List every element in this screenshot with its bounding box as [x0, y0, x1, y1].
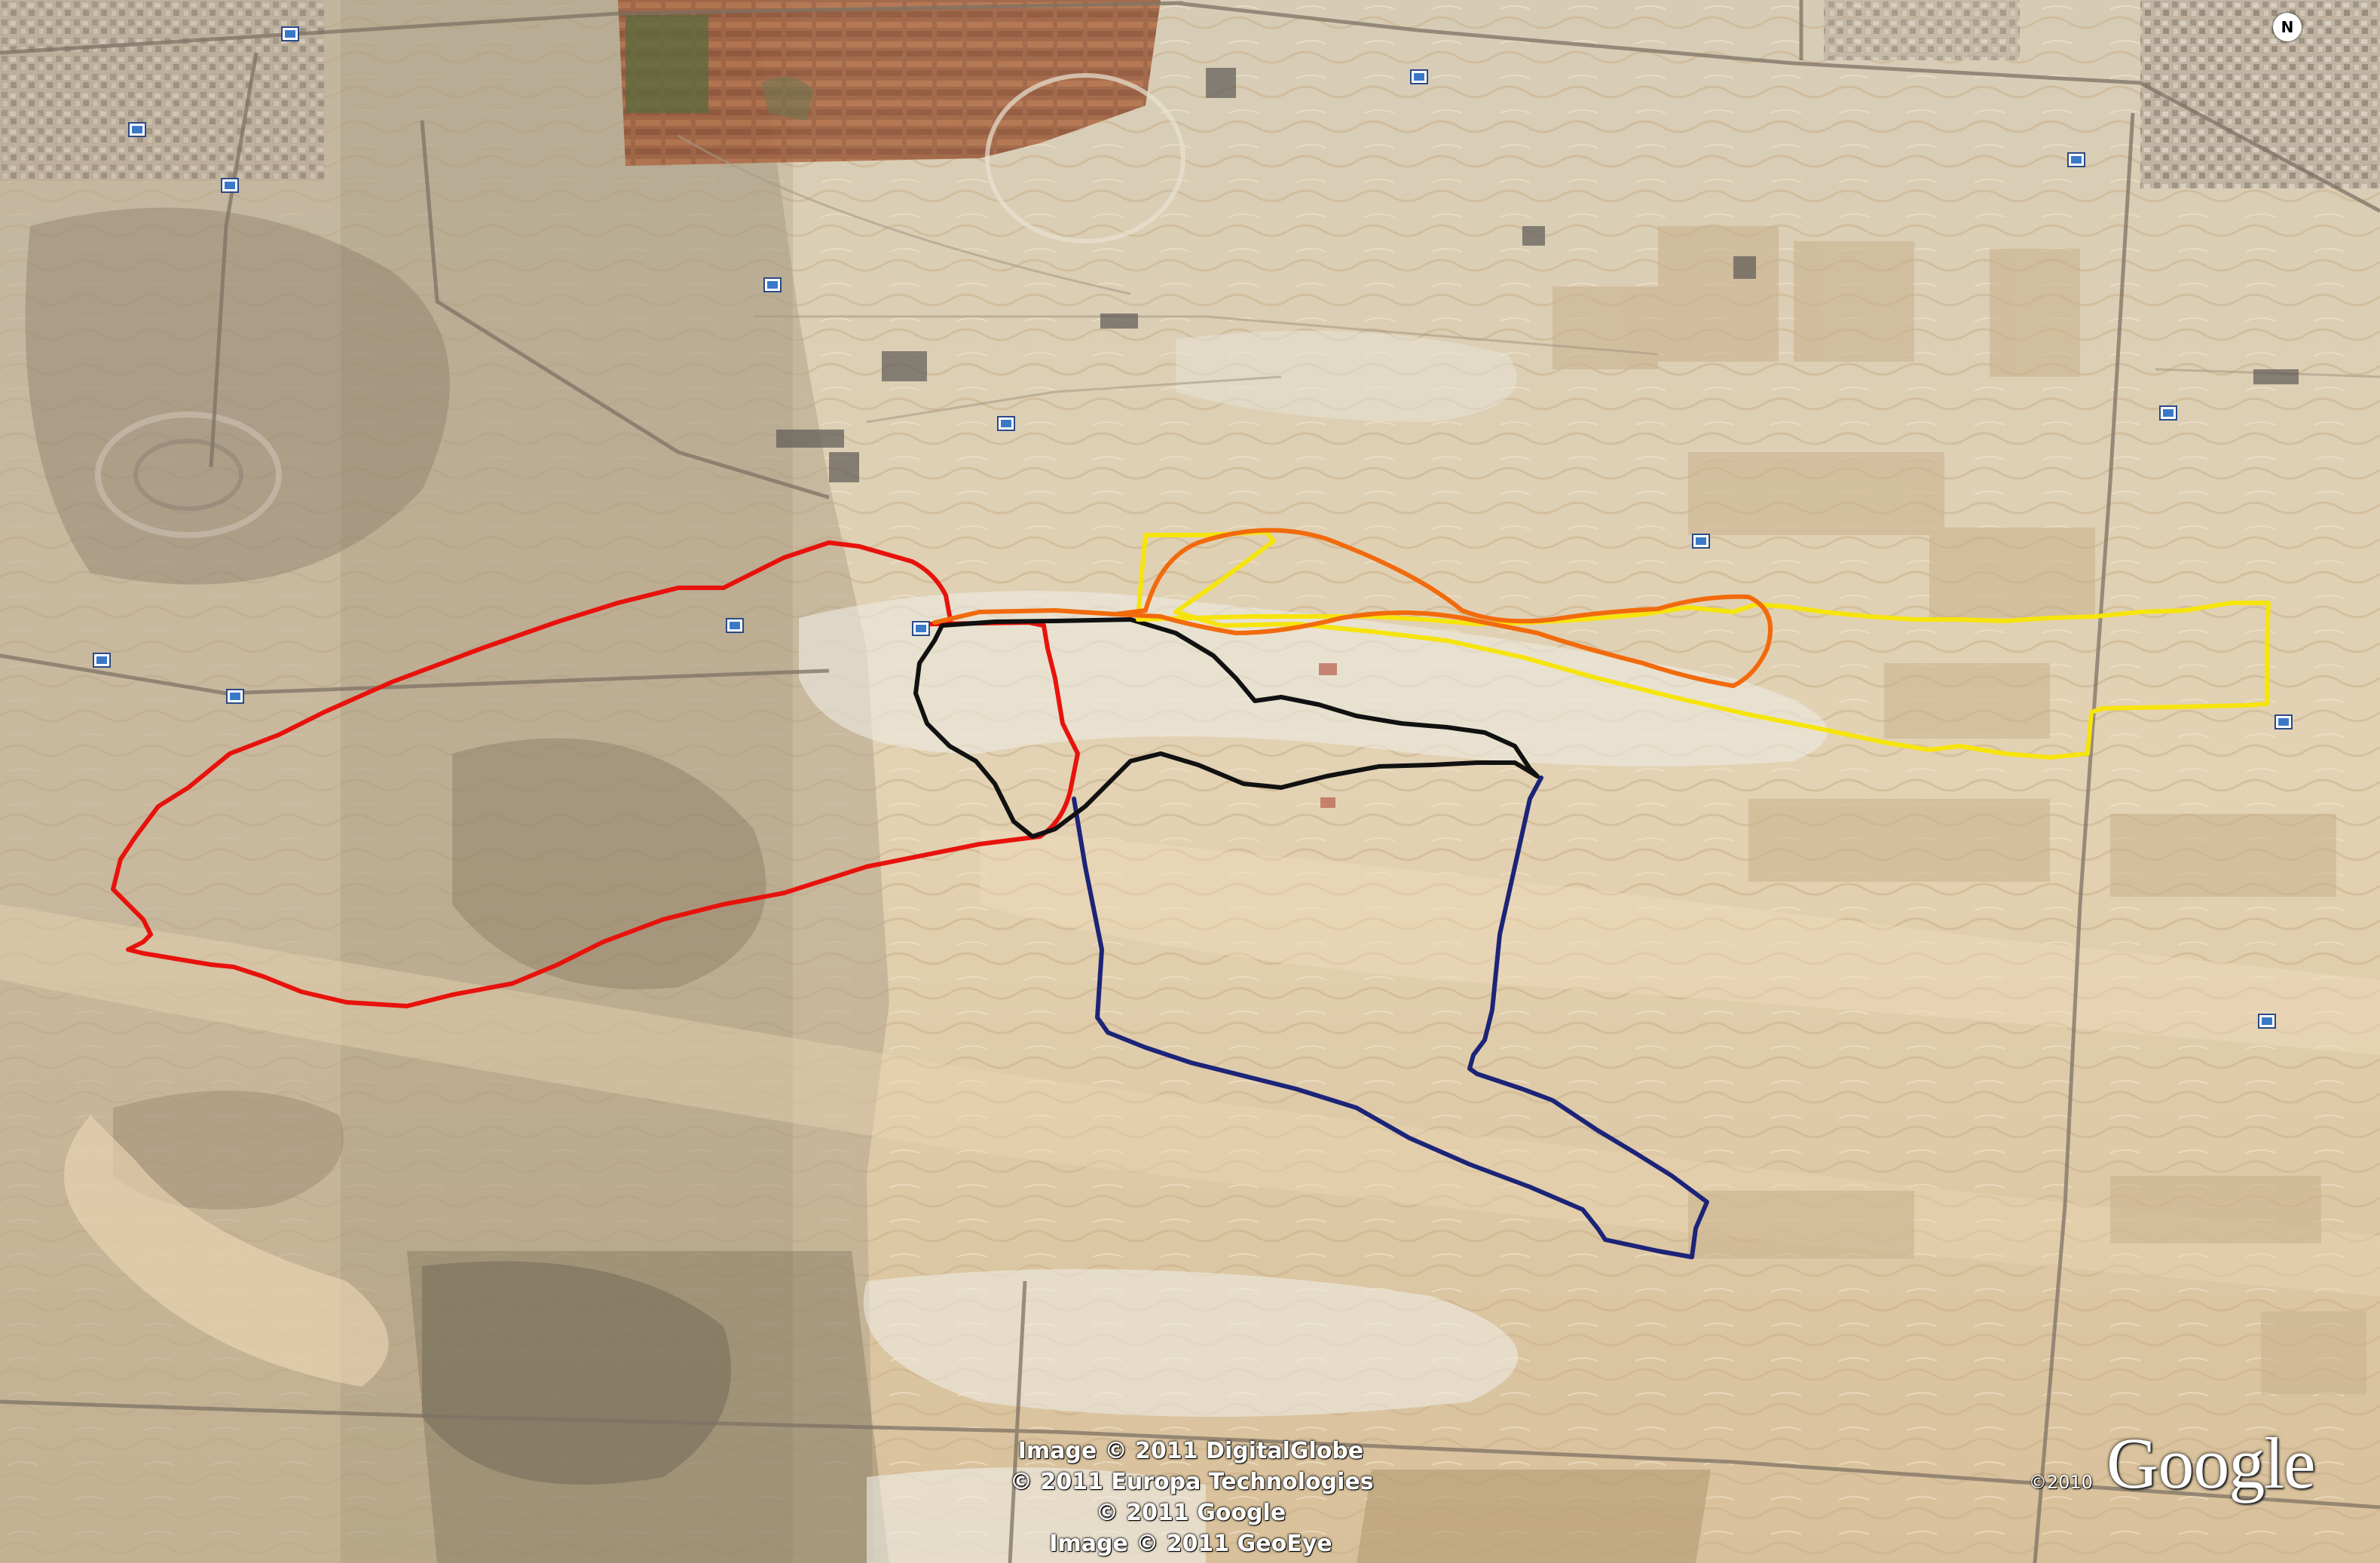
photo-icon[interactable]	[2159, 405, 2177, 421]
navy-track[interactable]	[1072, 775, 1709, 1259]
black-track[interactable]	[913, 617, 1540, 839]
photo-icon[interactable]	[221, 178, 239, 193]
credit-line: © 2011 Google	[1095, 1500, 1286, 1526]
photo-icon[interactable]	[281, 26, 299, 41]
photo-icon[interactable]	[997, 416, 1015, 431]
photo-icon[interactable]	[726, 618, 744, 633]
credit-line: Image © 2011 GeoEye	[1049, 1531, 1332, 1557]
photo-icon[interactable]	[912, 621, 930, 636]
compass-north-icon[interactable]: N	[2273, 13, 2302, 41]
copyright-year: ©2010	[2029, 1472, 2094, 1493]
photo-icon[interactable]	[2274, 714, 2293, 730]
imagery-credits: Image © 2011 DigitalGlobe © 2011 Europa …	[1010, 1436, 1374, 1559]
racetrack-oval	[985, 73, 1185, 243]
buildings	[776, 68, 2299, 808]
photo-icon[interactable]	[226, 689, 244, 704]
orange-track[interactable]	[932, 528, 1773, 688]
photo-icon[interactable]	[1692, 534, 1710, 549]
credit-line: Image © 2011 DigitalGlobe	[1017, 1438, 1364, 1464]
photo-placemarks[interactable]	[93, 26, 2293, 1029]
photo-icon[interactable]	[93, 653, 111, 668]
google-logo: Google	[2106, 1423, 2316, 1503]
credit-line: © 2011 Europa Technologies	[1010, 1469, 1374, 1495]
photo-icon[interactable]	[2067, 152, 2085, 167]
yellow-track[interactable]	[1136, 530, 2271, 760]
photo-icon[interactable]	[1410, 69, 1428, 84]
red-track[interactable]	[111, 540, 1080, 1008]
photo-icon[interactable]	[128, 122, 146, 137]
field-parcels	[1553, 226, 2366, 1394]
photo-icon[interactable]	[763, 277, 782, 292]
gps-tracks	[111, 528, 2271, 1259]
photo-icon[interactable]	[2258, 1014, 2276, 1029]
